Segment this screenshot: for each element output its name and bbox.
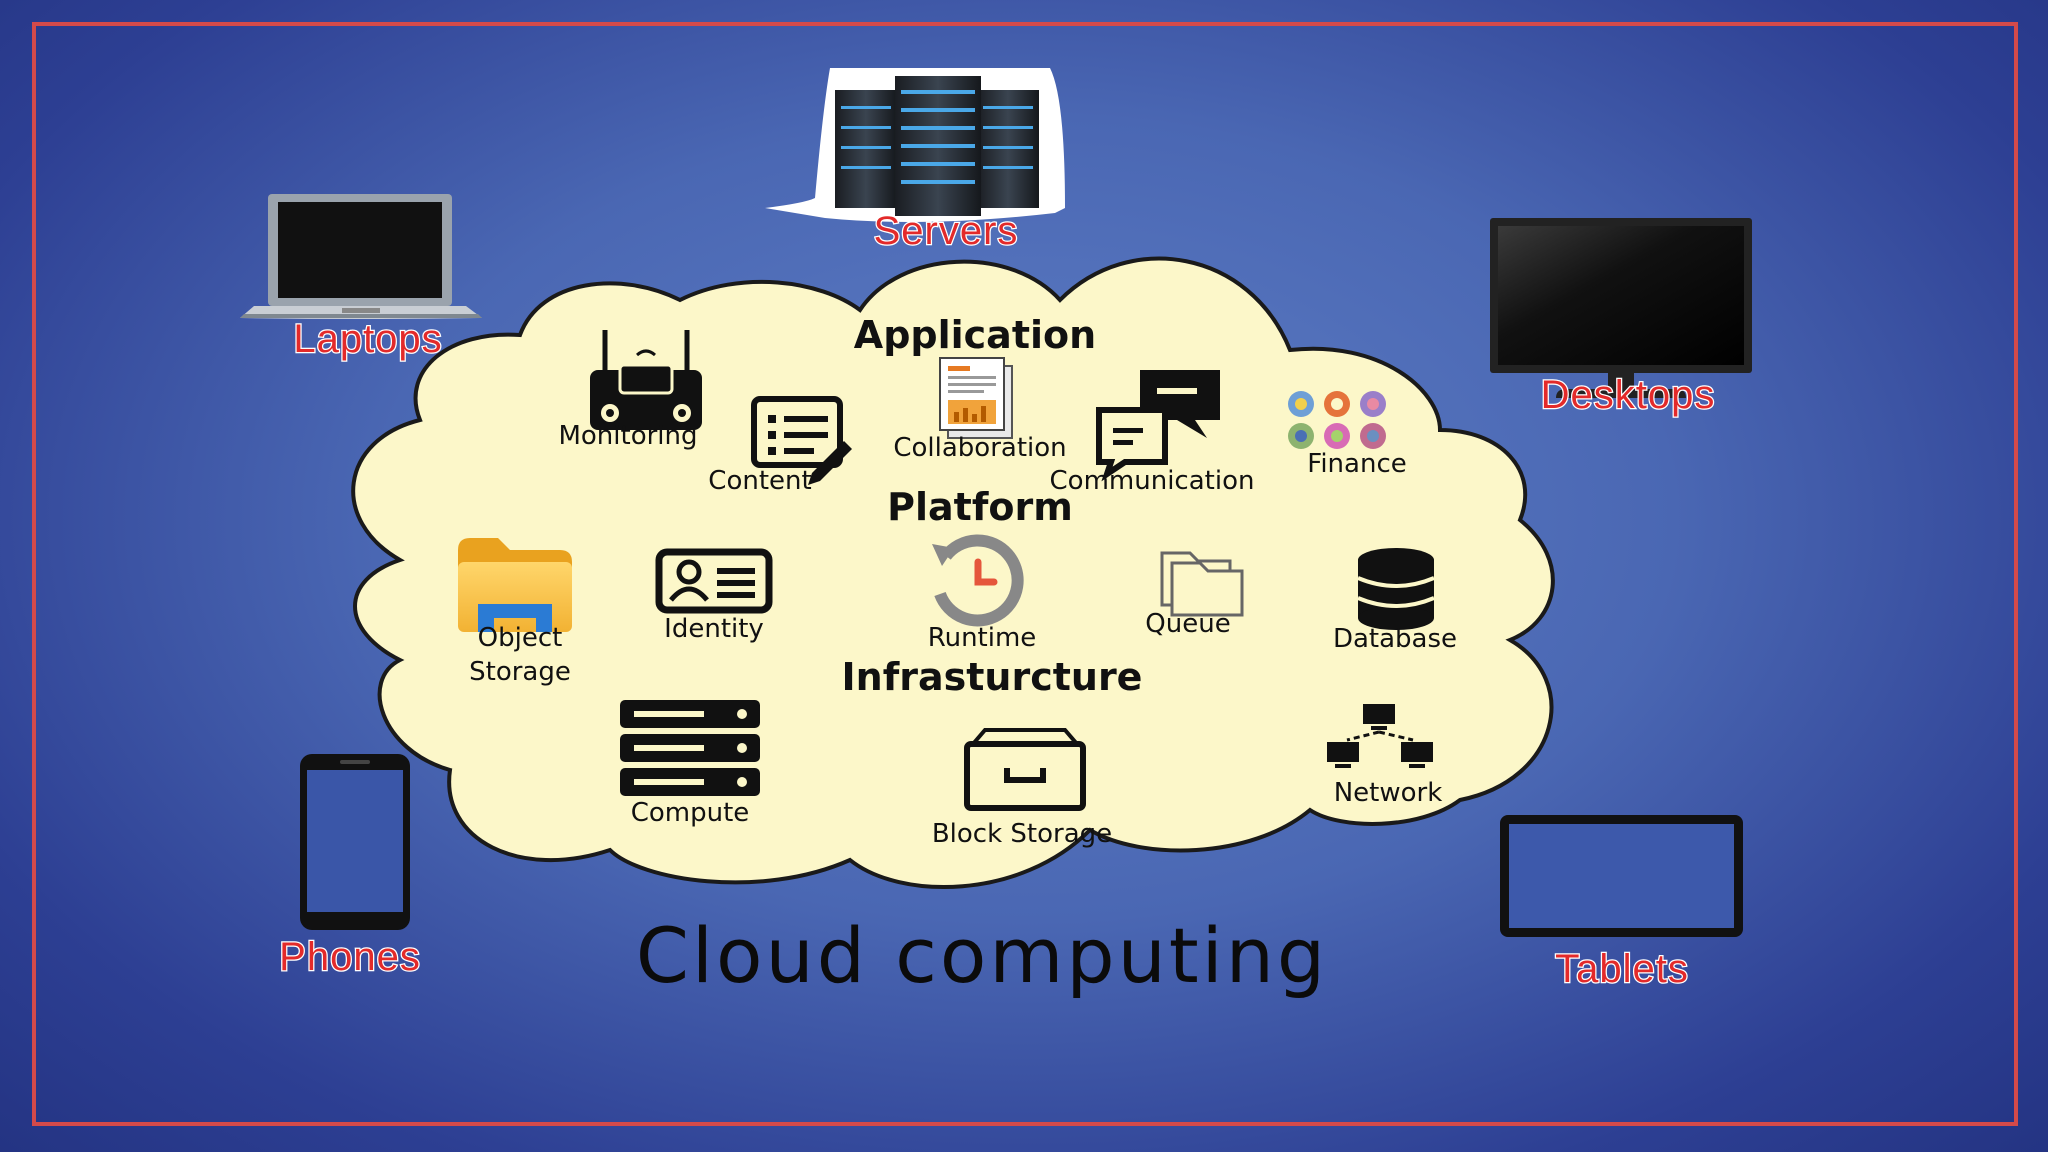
platform-heading: Platform [887, 485, 1073, 529]
communication-icon [1096, 370, 1220, 482]
finance-label: Finance [1307, 449, 1406, 479]
application-heading: Application [854, 313, 1096, 357]
desktop-icon [1490, 218, 1752, 398]
queue-label: Queue [1145, 609, 1230, 639]
servers-icon [765, 68, 1065, 222]
monitoring-icon [590, 330, 702, 430]
servers-label: Servers [874, 209, 1019, 253]
block-storage-label: Block Storage [932, 819, 1112, 849]
content-label: Content [708, 466, 811, 496]
infrastructure-heading: Infrasturcture [842, 655, 1143, 699]
object-storage-icon [458, 538, 572, 632]
queue-icon [1160, 551, 1244, 617]
object-storage-label-line2: Storage [469, 657, 571, 687]
laptop-icon [240, 194, 482, 319]
phones-label: Phones [279, 935, 421, 979]
content-icon [751, 396, 852, 485]
identity-icon [655, 548, 773, 614]
runtime-icon [932, 534, 1024, 627]
tablets-label: Tablets [1555, 947, 1689, 991]
laptops-label: Laptops [293, 317, 442, 361]
desktops-label: Desktops [1541, 373, 1716, 417]
identity-label: Identity [664, 614, 764, 644]
object-storage-label-line1: Object [478, 623, 563, 653]
network-label: Network [1334, 778, 1443, 808]
phone-icon [300, 754, 410, 930]
block-storage-icon [964, 728, 1086, 811]
collaboration-icon [939, 357, 1013, 439]
runtime-label: Runtime [928, 623, 1037, 653]
compute-label: Compute [631, 798, 750, 828]
network-icon [1327, 704, 1433, 768]
slide-frame [32, 22, 2018, 1126]
tablet-icon [1500, 815, 1743, 937]
database-icon [1357, 548, 1435, 630]
diagram-title: Cloud computing [636, 911, 1328, 1000]
database-label: Database [1333, 624, 1457, 654]
finance-icon [1288, 391, 1386, 449]
monitoring-label: Monitoring [558, 421, 697, 451]
compute-icon [620, 700, 760, 796]
collaboration-label: Collaboration [893, 433, 1066, 463]
communication-label: Communication [1050, 466, 1255, 496]
